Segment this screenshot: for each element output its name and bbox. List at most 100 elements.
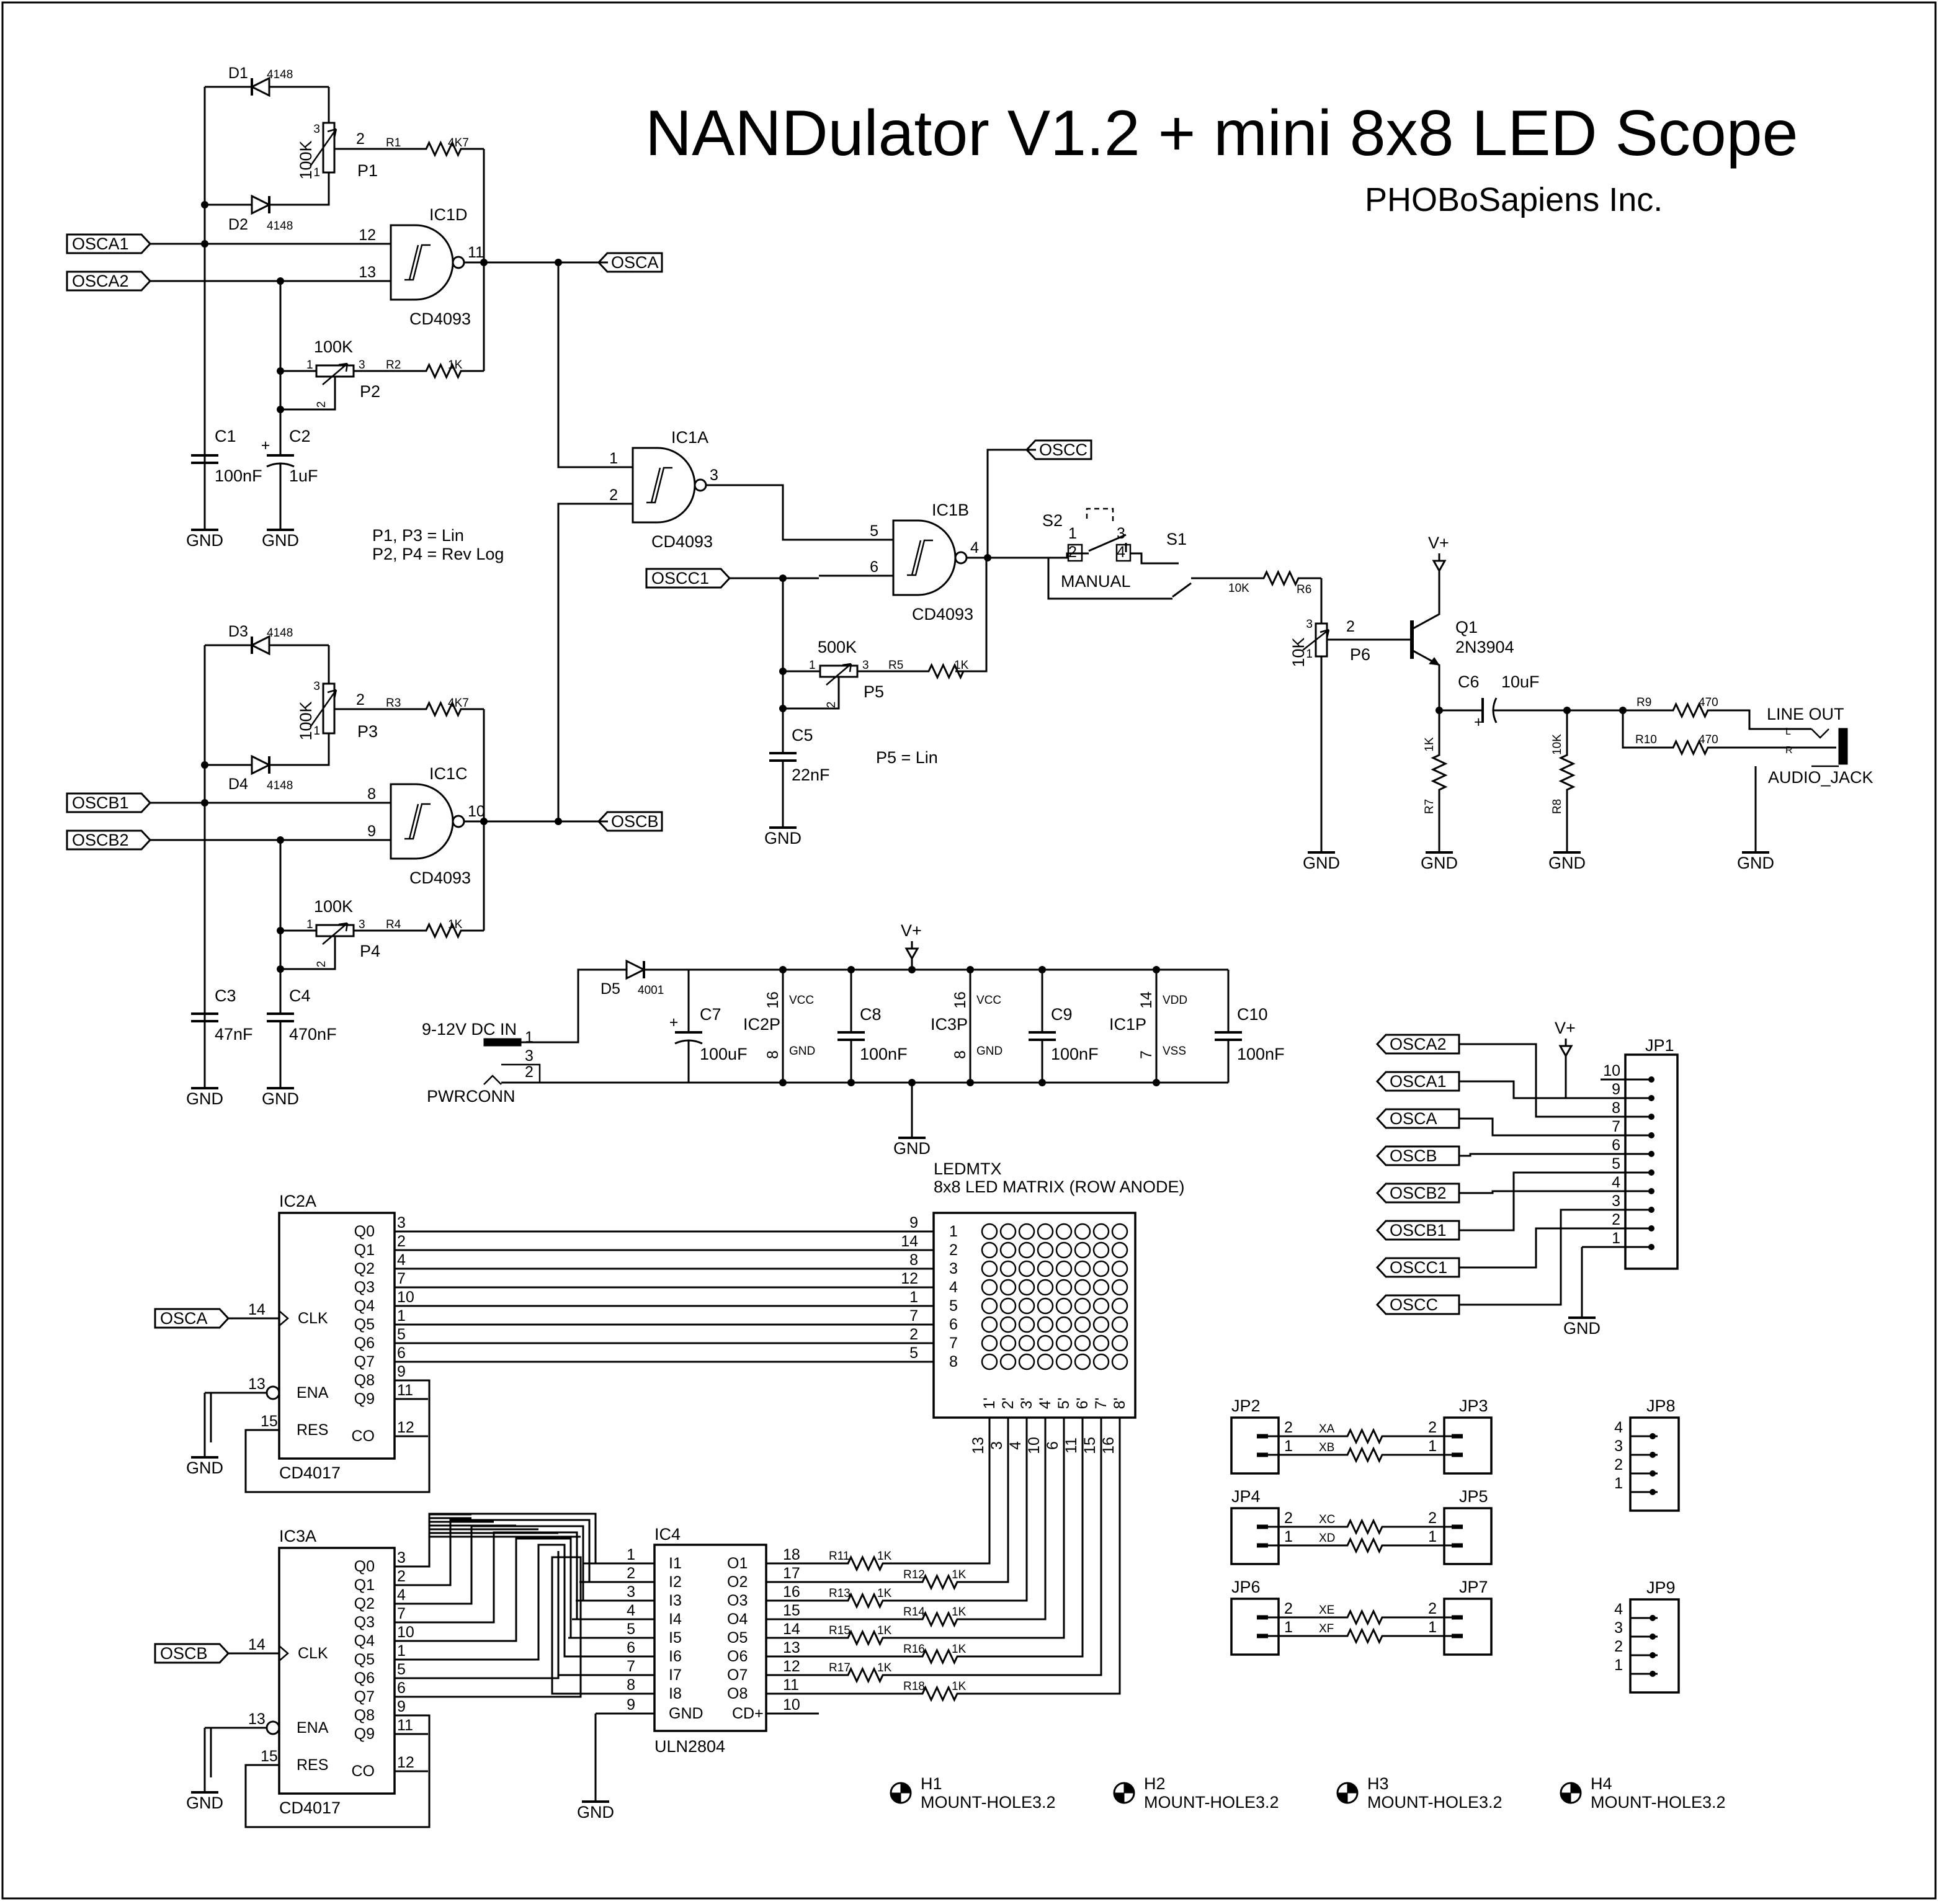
- pin-number: 16: [764, 991, 782, 1009]
- led: [999, 1297, 1017, 1315]
- junction-dot: [967, 1079, 974, 1086]
- pin-number: 6: [397, 1679, 406, 1697]
- wire: [273, 733, 330, 766]
- counter-output-name: Q0: [354, 1223, 375, 1240]
- port-flag: [66, 829, 152, 851]
- led: [1018, 1279, 1035, 1296]
- led: [1111, 1260, 1128, 1277]
- port-label: OSCC: [1039, 440, 1087, 459]
- clk-pin-name: CLK: [298, 1645, 328, 1662]
- pin-number: 1: [1614, 1475, 1623, 1492]
- manual-label: MANUAL: [1061, 572, 1131, 591]
- led: [1092, 1353, 1110, 1370]
- port-label: OSCA1: [1390, 1072, 1447, 1091]
- led: [1074, 1279, 1091, 1296]
- led: [1111, 1297, 1128, 1315]
- wire: [1459, 1209, 1601, 1306]
- nand-gate: [632, 447, 696, 524]
- wire: [1047, 558, 1172, 600]
- pin-number: 3: [1614, 1437, 1623, 1455]
- led: [1037, 1353, 1054, 1370]
- vplus-arrow: [1558, 1045, 1573, 1058]
- capacitor-value: 100nF: [860, 1045, 908, 1063]
- pin-number: 3: [988, 1441, 1006, 1450]
- jumper-body: [1230, 1598, 1280, 1656]
- junction-dot: [1153, 1079, 1160, 1086]
- dc-jack-pin: [483, 1038, 522, 1047]
- wire: [974, 1452, 1047, 1620]
- header-pin-dot: [1650, 1615, 1656, 1621]
- pin-number: 13: [783, 1639, 800, 1656]
- power-pin-name: VCC: [976, 994, 1001, 1007]
- capacitor-ref: C2: [289, 427, 311, 445]
- capacitor-value: 470nF: [289, 1025, 337, 1044]
- counter-output-name: Q1: [354, 1241, 375, 1259]
- jumper-body: [1443, 1416, 1493, 1475]
- matrix-col-name: 7': [1092, 1398, 1110, 1410]
- port-label: OSCB: [1390, 1146, 1437, 1165]
- pot-ref: P4: [360, 942, 380, 960]
- pin-number: 15: [261, 1748, 278, 1765]
- power-pin-name: VSS: [1163, 1045, 1186, 1058]
- wire: [1459, 1080, 1601, 1099]
- potentiometer: [1315, 622, 1328, 658]
- ic-power-ref: IC1P: [1109, 1015, 1146, 1034]
- header-pin-dot: [1650, 1433, 1656, 1439]
- resistor-ref: R3: [386, 697, 401, 710]
- pin-number: 13: [970, 1437, 987, 1454]
- pin-number: 2: [909, 1326, 918, 1343]
- counter-output-name: Q3: [354, 1279, 375, 1296]
- dc-in-label: 9-12V DC IN: [422, 1020, 517, 1039]
- junction-dot: [277, 277, 284, 285]
- led: [1018, 1334, 1035, 1352]
- wire: [1459, 1171, 1601, 1231]
- led: [1074, 1334, 1091, 1352]
- pin-number: 16: [952, 991, 969, 1009]
- gnd-label: GND: [262, 531, 299, 550]
- junction-dot: [1038, 966, 1046, 973]
- capacitor-ref: C6: [1458, 673, 1480, 691]
- pin-number: 6: [1044, 1441, 1061, 1450]
- pin-number: 8: [952, 1050, 969, 1059]
- pin-number: 8: [367, 785, 376, 803]
- pin-number: 2: [356, 691, 365, 708]
- gate-ref: IC1C: [429, 764, 468, 783]
- gnd-label: GND: [186, 1459, 223, 1477]
- capacitor-value: 100nF: [215, 467, 262, 485]
- driver-gnd-name: GND: [669, 1705, 703, 1722]
- header-pin-dot: [1650, 1470, 1656, 1477]
- led: [1074, 1316, 1091, 1333]
- pin-number: 8: [909, 1251, 918, 1269]
- schmitt-symbol: [907, 539, 933, 576]
- junction-dot: [277, 836, 284, 844]
- capacitor-ref: C5: [792, 726, 813, 744]
- wire: [1459, 1227, 1601, 1269]
- diode-value: 4001: [638, 984, 664, 997]
- counter-ref: IC2A: [279, 1192, 316, 1210]
- junction-dot: [967, 966, 974, 973]
- resistor-ref: R6: [1297, 583, 1311, 596]
- pin-number: 10: [397, 1289, 414, 1306]
- gate-ref: IC1A: [671, 428, 708, 447]
- counter-output-name: CO: [352, 1428, 375, 1445]
- resistor-ref: R4: [386, 918, 401, 931]
- vplus-arrow: [1432, 560, 1447, 573]
- port-label: OSCA: [611, 253, 659, 272]
- counter-output-name: Q6: [354, 1669, 375, 1687]
- pot-value: 100K: [297, 701, 315, 740]
- jumper-ref: JP4: [1231, 1487, 1261, 1506]
- pin-number: 15: [783, 1602, 800, 1619]
- pin-number: 13: [359, 264, 376, 281]
- pin-number: 3: [397, 1549, 406, 1567]
- resistor: [1340, 1518, 1390, 1535]
- counter-output-name: Q4: [354, 1632, 375, 1650]
- capacitor-ref: C8: [860, 1005, 882, 1024]
- wire: [210, 1727, 267, 1777]
- driver-output-name: O2: [727, 1573, 748, 1591]
- vplus-arrow: [904, 947, 919, 961]
- diode-value: 4148: [267, 220, 293, 233]
- resistor-value: 1K: [952, 1680, 967, 1693]
- vplus-label: V+: [901, 921, 922, 940]
- switch-lever: [1088, 534, 1127, 552]
- pot-taper-note: P5 = Lin: [876, 748, 938, 767]
